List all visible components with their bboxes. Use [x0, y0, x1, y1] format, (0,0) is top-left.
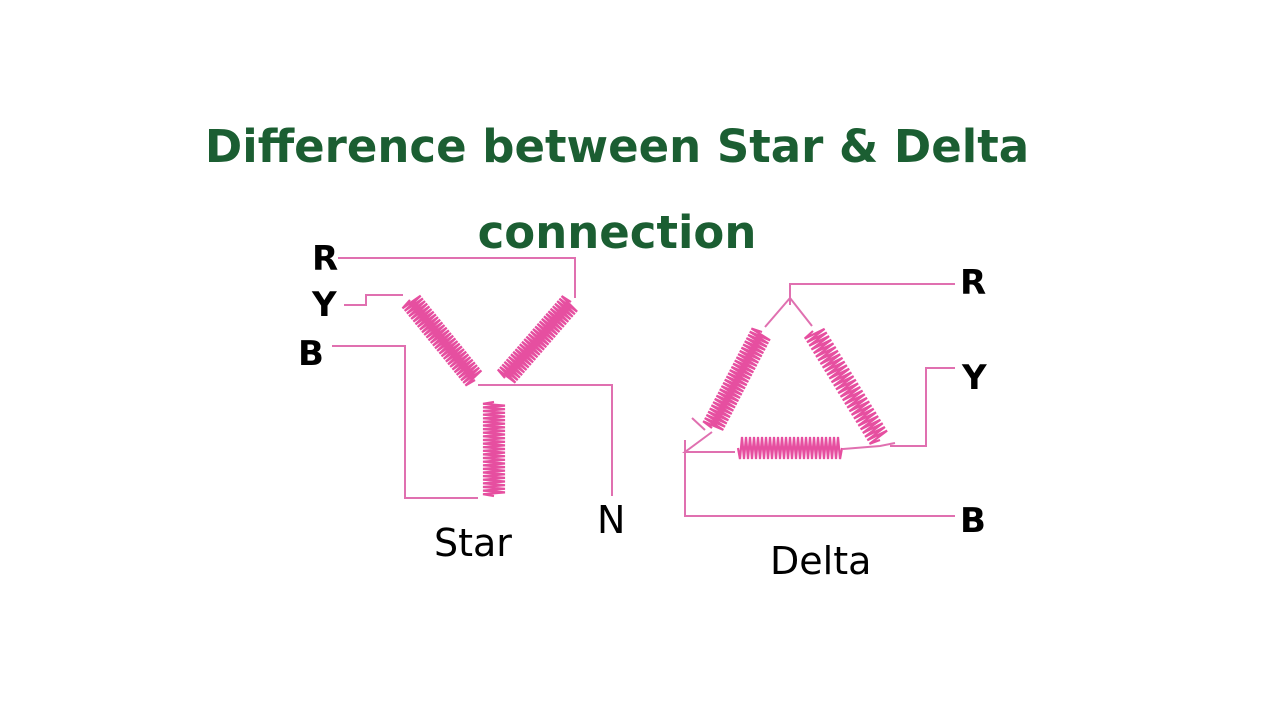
star-label-y: Y: [311, 285, 337, 325]
delta-wire-bottom-left: [681, 431, 735, 453]
star-label-r: R: [312, 239, 338, 279]
star-coil-y: [401, 294, 483, 387]
page-title: Difference between Star & Delta connecti…: [0, 104, 1234, 276]
delta-coil-left: [702, 327, 771, 431]
star-caption: Star: [434, 521, 512, 565]
title-line-1: Difference between Star & Delta: [204, 120, 1030, 173]
delta-label-r: R: [960, 263, 986, 303]
star-wire-b: [332, 345, 478, 499]
star-coil-b: [482, 400, 506, 498]
delta-wire-left-corner: [691, 417, 706, 431]
star-wire-y: [344, 294, 403, 306]
delta-coil-right: [803, 327, 888, 445]
title-line-2: connection: [477, 206, 757, 259]
star-coil-r: [496, 295, 578, 384]
delta-label-b: B: [960, 501, 986, 541]
star-wire-r: [338, 257, 576, 298]
delta-wire-y: [890, 367, 955, 447]
star-wire-neutral: [505, 384, 613, 496]
delta-wire-r: [789, 283, 955, 305]
delta-wire-b: [684, 440, 955, 517]
delta-label-y: Y: [961, 358, 987, 398]
star-label-b: B: [298, 334, 324, 374]
star-label-neutral: N: [597, 498, 625, 542]
star-connection: R Y B N Star: [298, 239, 625, 565]
delta-wire-top-left: [764, 297, 791, 328]
delta-connection: R Y B Delta: [681, 263, 987, 583]
delta-caption: Delta: [770, 539, 871, 583]
delta-coil-bottom: [736, 436, 844, 460]
delta-wire-top-right: [789, 297, 813, 327]
delta-wire-bottom-right: [842, 442, 896, 450]
